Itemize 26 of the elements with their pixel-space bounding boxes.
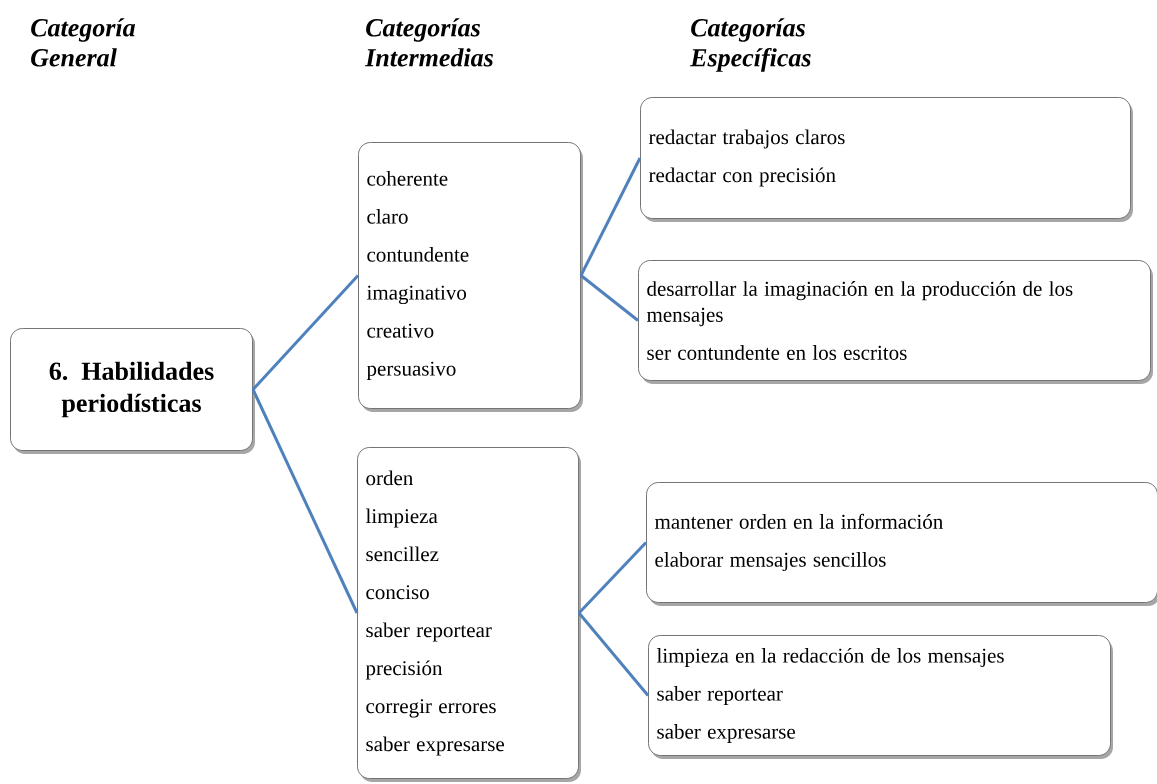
- connector-line: [251, 274, 360, 391]
- connector-line: [580, 274, 639, 322]
- column-heading: Categorías Específicas: [690, 18, 811, 72]
- connector-line: [577, 612, 650, 697]
- connector-line: [577, 541, 648, 615]
- node-label: corregir errores: [366, 699, 496, 718]
- connector-line: [251, 388, 359, 614]
- node-label: saber expresarse: [366, 736, 504, 756]
- node-label: saber reportear: [366, 622, 492, 642]
- node-label: orden: [366, 470, 413, 486]
- list-box: limpieza en la redacción de los mensajes saber reportear saber expresarse: [648, 635, 1113, 759]
- list-box: desarrollar la imaginación en la producción de los mensajes ser contundente en los escritos: [638, 260, 1153, 384]
- column-heading: Categoría General: [31, 18, 136, 67]
- category-box: 6. Habilidades periodísticas: [10, 328, 255, 454]
- node-label: sencillez: [366, 546, 439, 562]
- node-label: limpieza: [365, 508, 438, 528]
- column-heading: Categorías Intermedias: [364, 18, 493, 67]
- connector-line: [579, 157, 642, 277]
- list-box: orden limpieza sencillez conciso saber reportear precisión corregir errores saber expresarse: [357, 447, 581, 782]
- node-label: desarrollar la imaginación en la producción de los mensajes: [646, 281, 1073, 327]
- node-label: precisión: [365, 660, 443, 680]
- list-box: redactar trabajos claros redactar con precisión: [640, 97, 1133, 222]
- list-box: coherente claro contundente imaginativo creativo persuasivo: [358, 142, 583, 412]
- node-label: conciso: [366, 585, 429, 600]
- list-box: mantener orden en la información elaborar mensajes sencillos: [646, 482, 1157, 606]
- node-label: ser contundente en los escritos: [647, 345, 907, 360]
